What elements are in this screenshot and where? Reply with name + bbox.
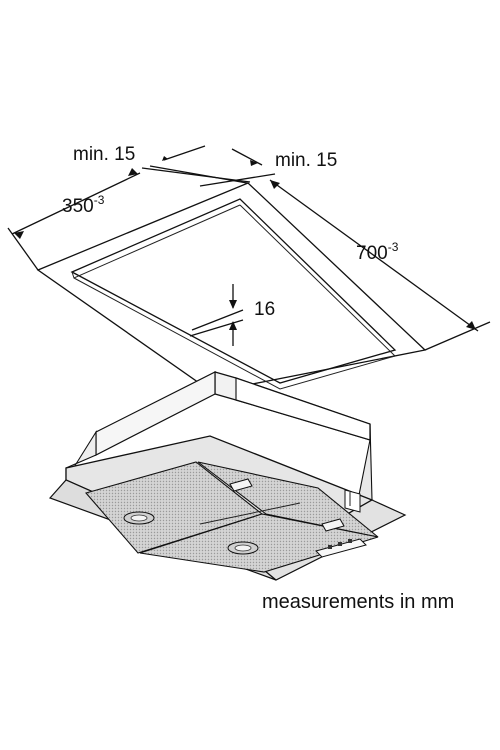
length-label: 700-3 <box>356 240 399 264</box>
width-label: 350-3 <box>62 193 105 217</box>
min-right-label: min. 15 <box>275 150 337 171</box>
control-panel <box>315 538 367 558</box>
cooker-hood <box>48 371 407 581</box>
width-value: 350 <box>62 196 94 217</box>
min-left-dimension-line <box>163 145 206 161</box>
min-left-label: min. 15 <box>73 144 135 165</box>
ceiling-outer-frame <box>36 182 427 393</box>
ceiling-inner-opening <box>70 198 397 384</box>
depth-label: 16 <box>254 299 275 320</box>
dimension-lines <box>7 145 491 351</box>
width-tolerance: -3 <box>94 193 105 207</box>
ceiling-cutout <box>36 182 427 393</box>
width-dimension-line <box>11 172 141 235</box>
caption: measurements in mm <box>262 591 454 613</box>
length-tolerance: -3 <box>388 240 399 254</box>
length-value: 700 <box>356 243 388 264</box>
length-dimension-line <box>269 179 479 332</box>
min-right-dimension-line <box>231 148 263 166</box>
